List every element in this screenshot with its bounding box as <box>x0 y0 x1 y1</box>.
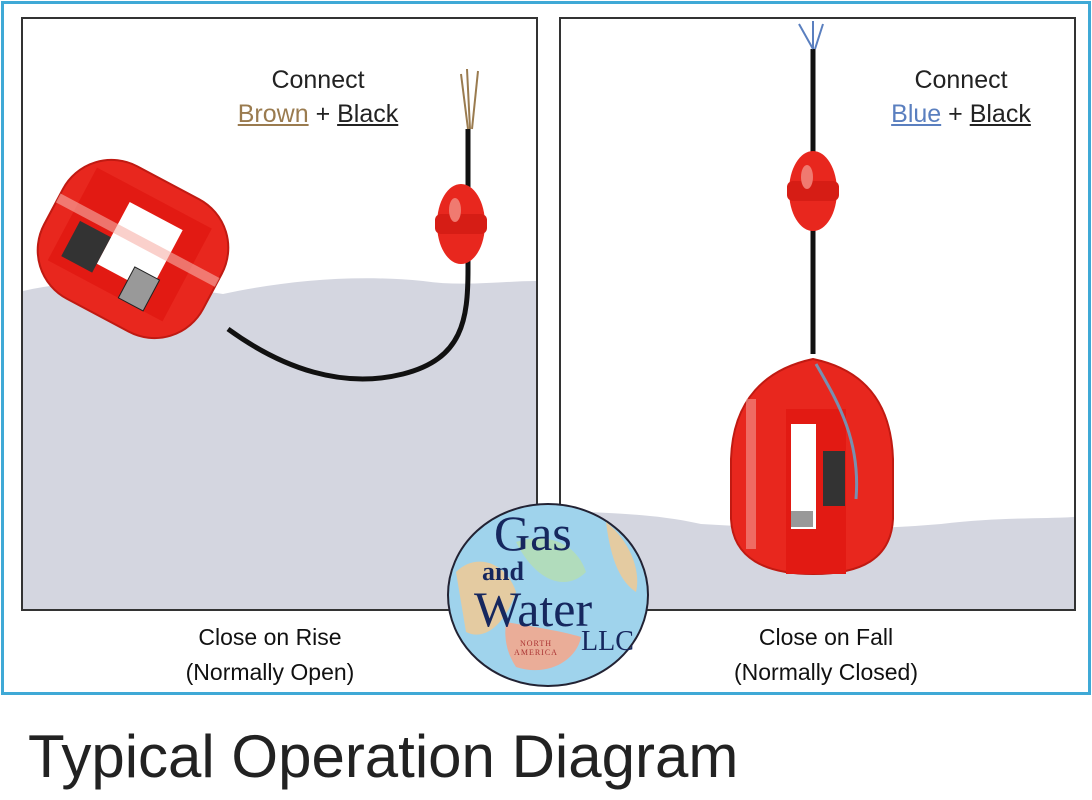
connect-label: Connect <box>914 66 1008 94</box>
caption-line2: (Normally Open) <box>185 659 355 685</box>
caption-line2: (Normally Closed) <box>733 659 919 685</box>
plus-sign: + <box>948 100 963 128</box>
caption-close-on-fall: Close on Fall (Normally Closed) <box>666 620 986 690</box>
caption-line1: Close on Fall <box>758 624 894 650</box>
plus-sign: + <box>315 100 331 128</box>
connect-instruction: Connect Brown + Black <box>218 63 418 131</box>
page-title: Typical Operation Diagram <box>28 723 739 790</box>
logo-line4: LLC <box>581 626 634 657</box>
float-body <box>730 357 894 576</box>
globe-icon <box>447 503 649 687</box>
diagram-frame <box>1 1 1091 695</box>
logo-line1: Gas <box>494 505 572 561</box>
panel-close-on-rise: Connect Brown + Black <box>21 17 538 611</box>
connect-label: Connect <box>271 66 365 94</box>
wire-black: Black <box>337 100 399 128</box>
connect-instruction: Connect Blue + Black <box>861 63 1061 131</box>
gas-and-water-logo: Gas and Water LLC NORTH AMERICA <box>446 502 650 688</box>
water <box>23 278 536 609</box>
logo-map-label: NORTH AMERICA <box>514 639 558 657</box>
wire-brown: Brown <box>237 100 309 128</box>
float-body <box>36 158 230 340</box>
logo-line3: Water <box>474 581 593 637</box>
wire-blue: Blue <box>891 100 942 128</box>
cable <box>226 259 471 382</box>
caption-line1: Close on Rise <box>198 624 342 650</box>
caption-close-on-rise: Close on Rise (Normally Open) <box>110 620 430 690</box>
float-fall-illustration <box>561 21 1074 609</box>
float-rise-illustration <box>23 68 536 609</box>
panel-close-on-fall: Connect Blue + Black <box>559 17 1076 611</box>
weight <box>787 151 839 231</box>
logo-line2: and <box>482 557 524 586</box>
weight <box>435 184 487 264</box>
wire-black: Black <box>969 100 1031 128</box>
